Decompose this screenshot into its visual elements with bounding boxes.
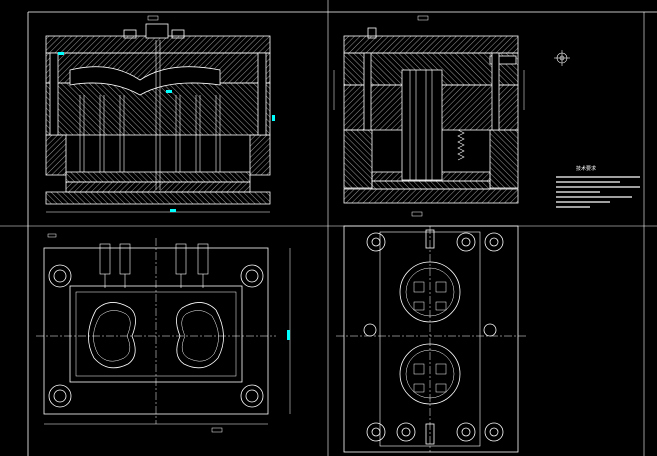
projection-symbol-icon [554, 50, 570, 66]
notes-title: 技术要求 [576, 165, 596, 172]
plan-fixed-half-view [36, 233, 291, 433]
front-section-view [45, 15, 275, 213]
plan-moving-half-view [336, 225, 526, 453]
technical-notes: 技术要求 [556, 165, 640, 208]
side-section-view [333, 15, 525, 217]
